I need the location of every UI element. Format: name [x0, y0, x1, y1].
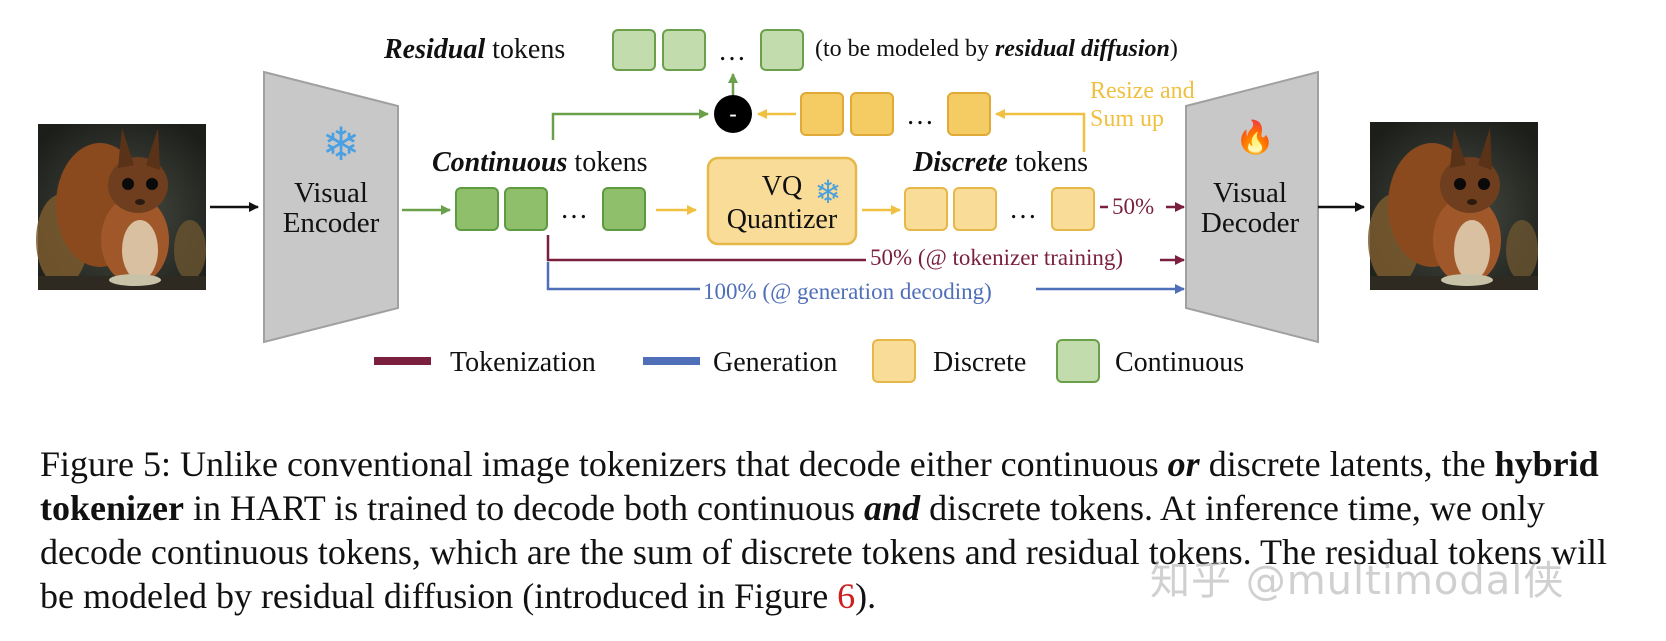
discrete-token	[953, 187, 997, 231]
vq-label-line2: Quantizer	[727, 204, 838, 235]
legend-discrete-swatch	[872, 339, 916, 383]
continuous-tokens-label: Continuous tokens	[432, 147, 648, 178]
architecture-diagram: ❄ Visual Encoder Residual tokens … (to b…	[36, 29, 1538, 383]
discrete-50pct-label: 50%	[1112, 194, 1154, 219]
generation-path	[546, 262, 700, 291]
tokenizer-training-path	[546, 235, 866, 262]
generation-decoding-label: 100% (@ generation decoding)	[703, 279, 992, 304]
residual-token	[760, 29, 804, 71]
decoder-fire-icon: 🔥	[1235, 119, 1275, 155]
residual-note: (to be modeled by residual diffusion)	[815, 36, 1178, 62]
resize-label-line2: Sum up	[1090, 106, 1164, 132]
vq-quantizer-box	[706, 156, 858, 246]
resized-discrete-token	[850, 92, 894, 136]
input-squirrel-image	[36, 124, 206, 290]
caption-part: ).	[855, 576, 877, 616]
caption-emphasis-hybrid-tokenizer: hybrid tokenizer	[40, 444, 1599, 528]
discrete-token	[904, 187, 948, 231]
resized-discrete-token	[800, 92, 844, 136]
residual-ellipsis: …	[718, 36, 746, 67]
caption-part: discrete latents, the	[1199, 444, 1495, 484]
encoder-label-line1: Visual	[294, 177, 368, 209]
subtract-node	[714, 95, 752, 133]
discrete-tokens-label: Discrete tokens	[912, 147, 1088, 178]
caption-part: discrete tokens. At inference time, we o…	[40, 488, 1607, 616]
caption-part: in HART is trained to decode both contin…	[183, 488, 865, 528]
legend: Tokenization Generation Discrete Continu…	[374, 339, 1244, 383]
legend-discrete-label: Discrete	[933, 347, 1026, 378]
figure-reference-link[interactable]: 6	[837, 576, 856, 616]
caption-part: Figure 5: Unlike conventional image toke…	[40, 444, 1168, 484]
visual-decoder-panel	[1185, 70, 1319, 344]
visual-encoder-panel	[263, 70, 399, 344]
watermark: 知乎 @multimodal侠	[1150, 558, 1565, 604]
figure-caption: Figure 5: Unlike conventional image toke…	[40, 442, 1640, 618]
encoder-snowflake-icon: ❄	[322, 119, 361, 170]
legend-tokenization-label: Tokenization	[450, 347, 596, 378]
legend-continuous-swatch	[1056, 339, 1100, 383]
continuous-ellipsis: …	[560, 194, 588, 225]
legend-continuous-label: Continuous	[1115, 347, 1244, 378]
continuous-token	[602, 187, 646, 231]
continuous-token	[455, 187, 499, 231]
residual-tokens-label: Residual tokens	[383, 34, 565, 65]
arrow-resize-sumup	[995, 109, 1086, 152]
vq-label-line1: VQ	[762, 171, 802, 202]
discrete-token	[1051, 187, 1095, 231]
decoder-label-line1: Visual	[1213, 177, 1287, 209]
arrow-continuous-to-subtract	[551, 109, 709, 140]
resized-discrete-token	[947, 92, 991, 136]
residual-token	[612, 29, 656, 71]
legend-generation-label: Generation	[713, 347, 837, 378]
caption-emphasis-or: or	[1167, 444, 1200, 484]
subtract-symbol: -	[729, 101, 736, 126]
residual-token	[662, 29, 706, 71]
caption-emphasis-and: and	[864, 488, 921, 528]
decoder-label-line2: Decoder	[1201, 207, 1300, 239]
resize-label-line1: Resize and	[1090, 78, 1195, 104]
output-squirrel-image	[1368, 122, 1538, 290]
encoder-label-line2: Encoder	[283, 207, 380, 239]
discrete-ellipsis: …	[1009, 194, 1037, 225]
continuous-token	[504, 187, 548, 231]
vq-snowflake-icon: ❄	[815, 174, 842, 210]
legend-generation-swatch	[643, 357, 700, 365]
legend-tokenization-swatch	[374, 357, 431, 365]
resized-ellipsis: …	[906, 100, 934, 131]
tokenizer-training-label: 50% (@ tokenizer training)	[870, 245, 1123, 270]
